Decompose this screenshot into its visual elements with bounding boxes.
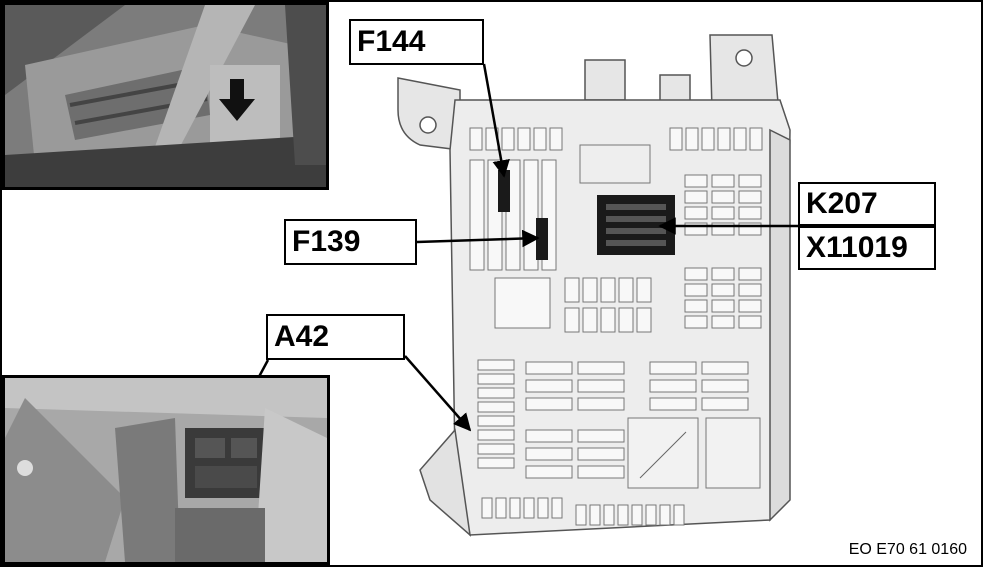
fuse-f144	[498, 170, 510, 212]
down-arrow-icon	[219, 79, 255, 121]
trunk-photo	[5, 5, 326, 187]
trunk-location-inset	[2, 2, 329, 190]
leader-a42-main	[404, 355, 472, 432]
label-a42: A42	[266, 314, 405, 360]
label-f144: F144	[349, 19, 484, 65]
fuse-box-location-photo	[5, 378, 327, 562]
label-k207: K207	[798, 182, 936, 226]
leader-f139	[416, 229, 540, 248]
reference-code: EO E70 61 0160	[848, 541, 967, 558]
label-f139: F139	[284, 219, 417, 265]
fuse-f139	[536, 218, 548, 260]
fuse-box-location-inset	[2, 375, 330, 565]
leader-f144	[482, 63, 510, 178]
label-x11019: X11019	[798, 226, 936, 270]
